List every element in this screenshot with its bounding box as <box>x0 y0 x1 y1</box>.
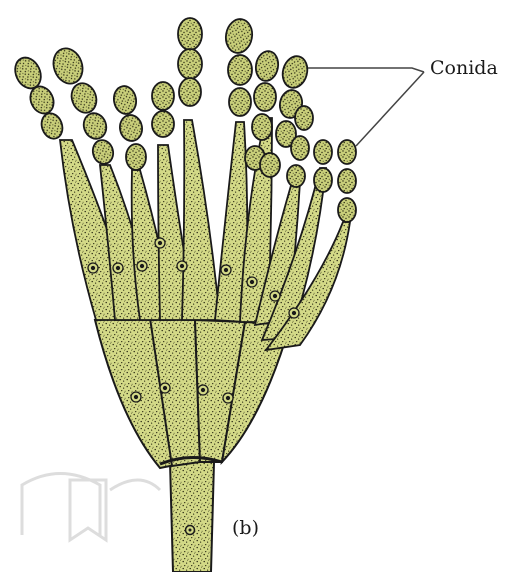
metulae <box>95 318 290 468</box>
watermark-logo <box>22 474 160 541</box>
conida-label: Conida <box>430 57 498 79</box>
panel-label: (b) <box>232 517 259 539</box>
conidiophore-stalk <box>170 462 214 572</box>
conida-leader-lines <box>308 68 424 146</box>
